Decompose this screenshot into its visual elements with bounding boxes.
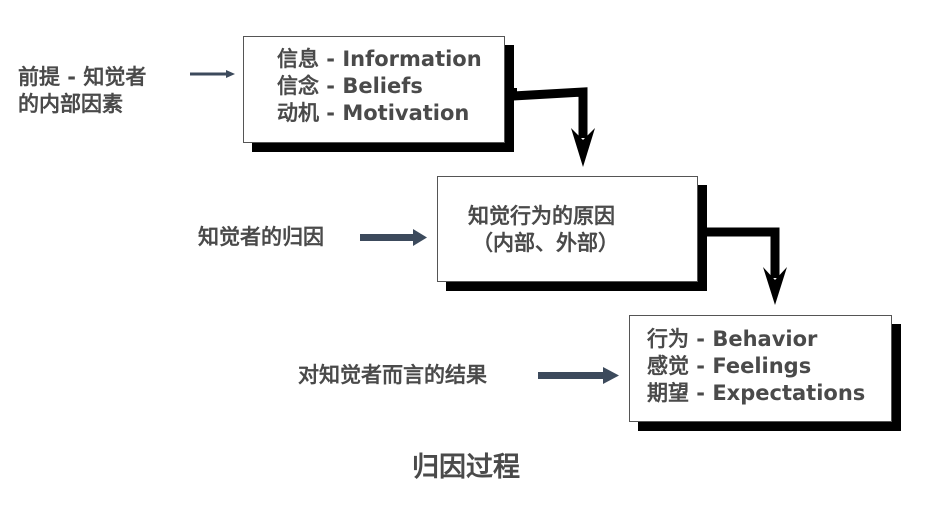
box-internal-factors-line-3: 动机 - Motivation [277,101,470,125]
connector-arrow-2-icon [705,227,787,305]
input-label-consequence: 对知觉者而言的结果 [298,362,487,389]
box-causes: 知觉行为的原因 （内部、外部） [437,176,698,282]
diagram-title: 归因过程 [412,452,520,483]
box-internal-factors: 信息 - Information 信念 - Beliefs 动机 - Motiv… [243,36,505,143]
connector-arrow-1-icon [505,87,595,167]
box-outcomes-line-2: 感觉 - Feelings [647,354,812,378]
input-label-attribution-text: 知觉者的归因 [198,225,324,249]
input-label-premise-line-1: 前提 - 知觉者 [18,65,147,89]
input-arrow-3-icon [538,367,619,384]
input-arrow-1-icon [190,70,235,78]
box-outcomes-line-3: 期望 - Expectations [647,381,866,405]
input-label-premise-line-2: 的内部因素 [18,92,123,116]
input-arrow-2-icon [360,229,427,246]
box-outcomes: 行为 - Behavior 感觉 - Feelings 期望 - Expecta… [629,315,892,422]
input-label-premise: 前提 - 知觉者 的内部因素 [18,64,146,118]
box-internal-factors-line-1: 信息 - Information [277,47,482,71]
input-label-attribution: 知觉者的归因 [198,224,324,251]
box-causes-line-2: （内部、外部） [472,231,619,255]
input-label-consequence-text: 对知觉者而言的结果 [298,363,487,387]
box-internal-factors-line-2: 信念 - Beliefs [277,74,423,98]
box-outcomes-line-1: 行为 - Behavior [647,327,818,351]
box-causes-line-1: 知觉行为的原因 [468,204,615,228]
